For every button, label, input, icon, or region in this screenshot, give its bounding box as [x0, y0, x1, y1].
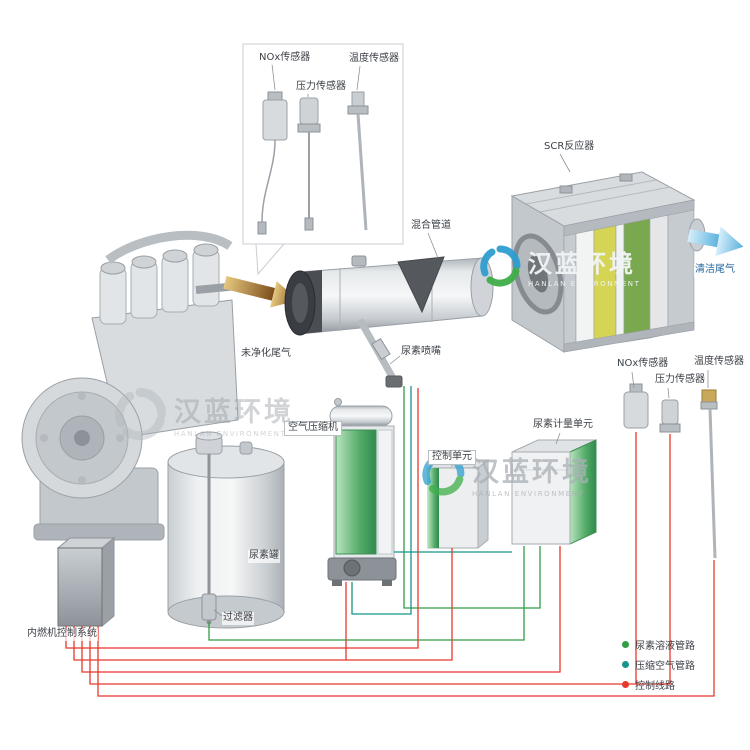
label-control-unit: 控制单元 [428, 450, 476, 465]
engine-control-box [56, 536, 116, 628]
label-scr-reactor: SCR反应器 [543, 141, 596, 154]
legend-item-compressed-air: 压缩空气管路 [622, 654, 695, 674]
label-inset-temperature-sensor: 温度传感器 [348, 53, 400, 66]
label-urea-metering-unit: 尿素计量单元 [532, 419, 594, 432]
legend-item-urea-solution: 尿素溶液管路 [622, 634, 695, 654]
label-temperature-sensor: 温度传感器 [693, 356, 745, 369]
urea-solution-dot-icon [622, 640, 629, 648]
mixer-wedge [397, 256, 445, 314]
inset-nox-sensor-device [257, 91, 288, 235]
label-raw-exhaust: 未净化尾气 [240, 348, 292, 361]
diesel-engine [21, 230, 239, 541]
label-urea-nozzle: 尿素喷嘴 [400, 346, 442, 359]
label-engine-control-system: 内燃机控制系统 [26, 628, 98, 641]
label-inset-nox-sensor: NOx传感器 [258, 52, 312, 65]
reactor-outlet-sensors [623, 370, 718, 559]
catalyst-layers [563, 199, 695, 353]
scr-reactor-device [510, 171, 706, 353]
label-pressure-sensor: 压力传感器 [654, 374, 706, 387]
sensor-inset-panel [242, 43, 404, 276]
temperature-sensor-device [700, 389, 718, 559]
air-compressor [327, 398, 397, 586]
label-mixing-pipe: 混合管道 [410, 220, 452, 233]
label-nox-sensor: NOx传感器 [616, 358, 670, 371]
label-filter: 过滤器 [222, 612, 254, 625]
legend: 尿素溶液管路 压缩空气管路 控制线路 [622, 634, 695, 694]
urea-filter [201, 593, 217, 625]
inset-pressure-sensor-device [297, 97, 321, 231]
legend-label: 尿素溶液管路 [635, 640, 695, 652]
label-inset-pressure-sensor: 压力传感器 [295, 81, 347, 94]
urea-nozzle-device [356, 318, 403, 388]
clean-exhaust-arrow [687, 226, 744, 257]
label-air-compressor: 空气压缩机 [284, 421, 342, 436]
label-clean-exhaust: 清洁尾气 [694, 264, 736, 277]
urea-metering-unit-device [511, 439, 597, 545]
legend-label: 压缩空气管路 [635, 660, 695, 672]
control-line-dot-icon [622, 680, 629, 688]
nox-sensor-device [623, 383, 649, 429]
compressed-air-lines [351, 386, 512, 615]
compressed-air-dot-icon [622, 660, 629, 668]
label-urea-tank: 尿素罐 [248, 550, 280, 563]
pressure-sensor-device [659, 399, 681, 433]
mixing-pipe [284, 255, 494, 336]
urea-solution-lines [208, 386, 541, 641]
control-unit-device [426, 458, 490, 550]
legend-item-control-line: 控制线路 [622, 674, 695, 694]
legend-label: 控制线路 [635, 680, 675, 692]
urea-tank [167, 431, 285, 629]
inset-temperature-sensor-device [347, 91, 369, 231]
